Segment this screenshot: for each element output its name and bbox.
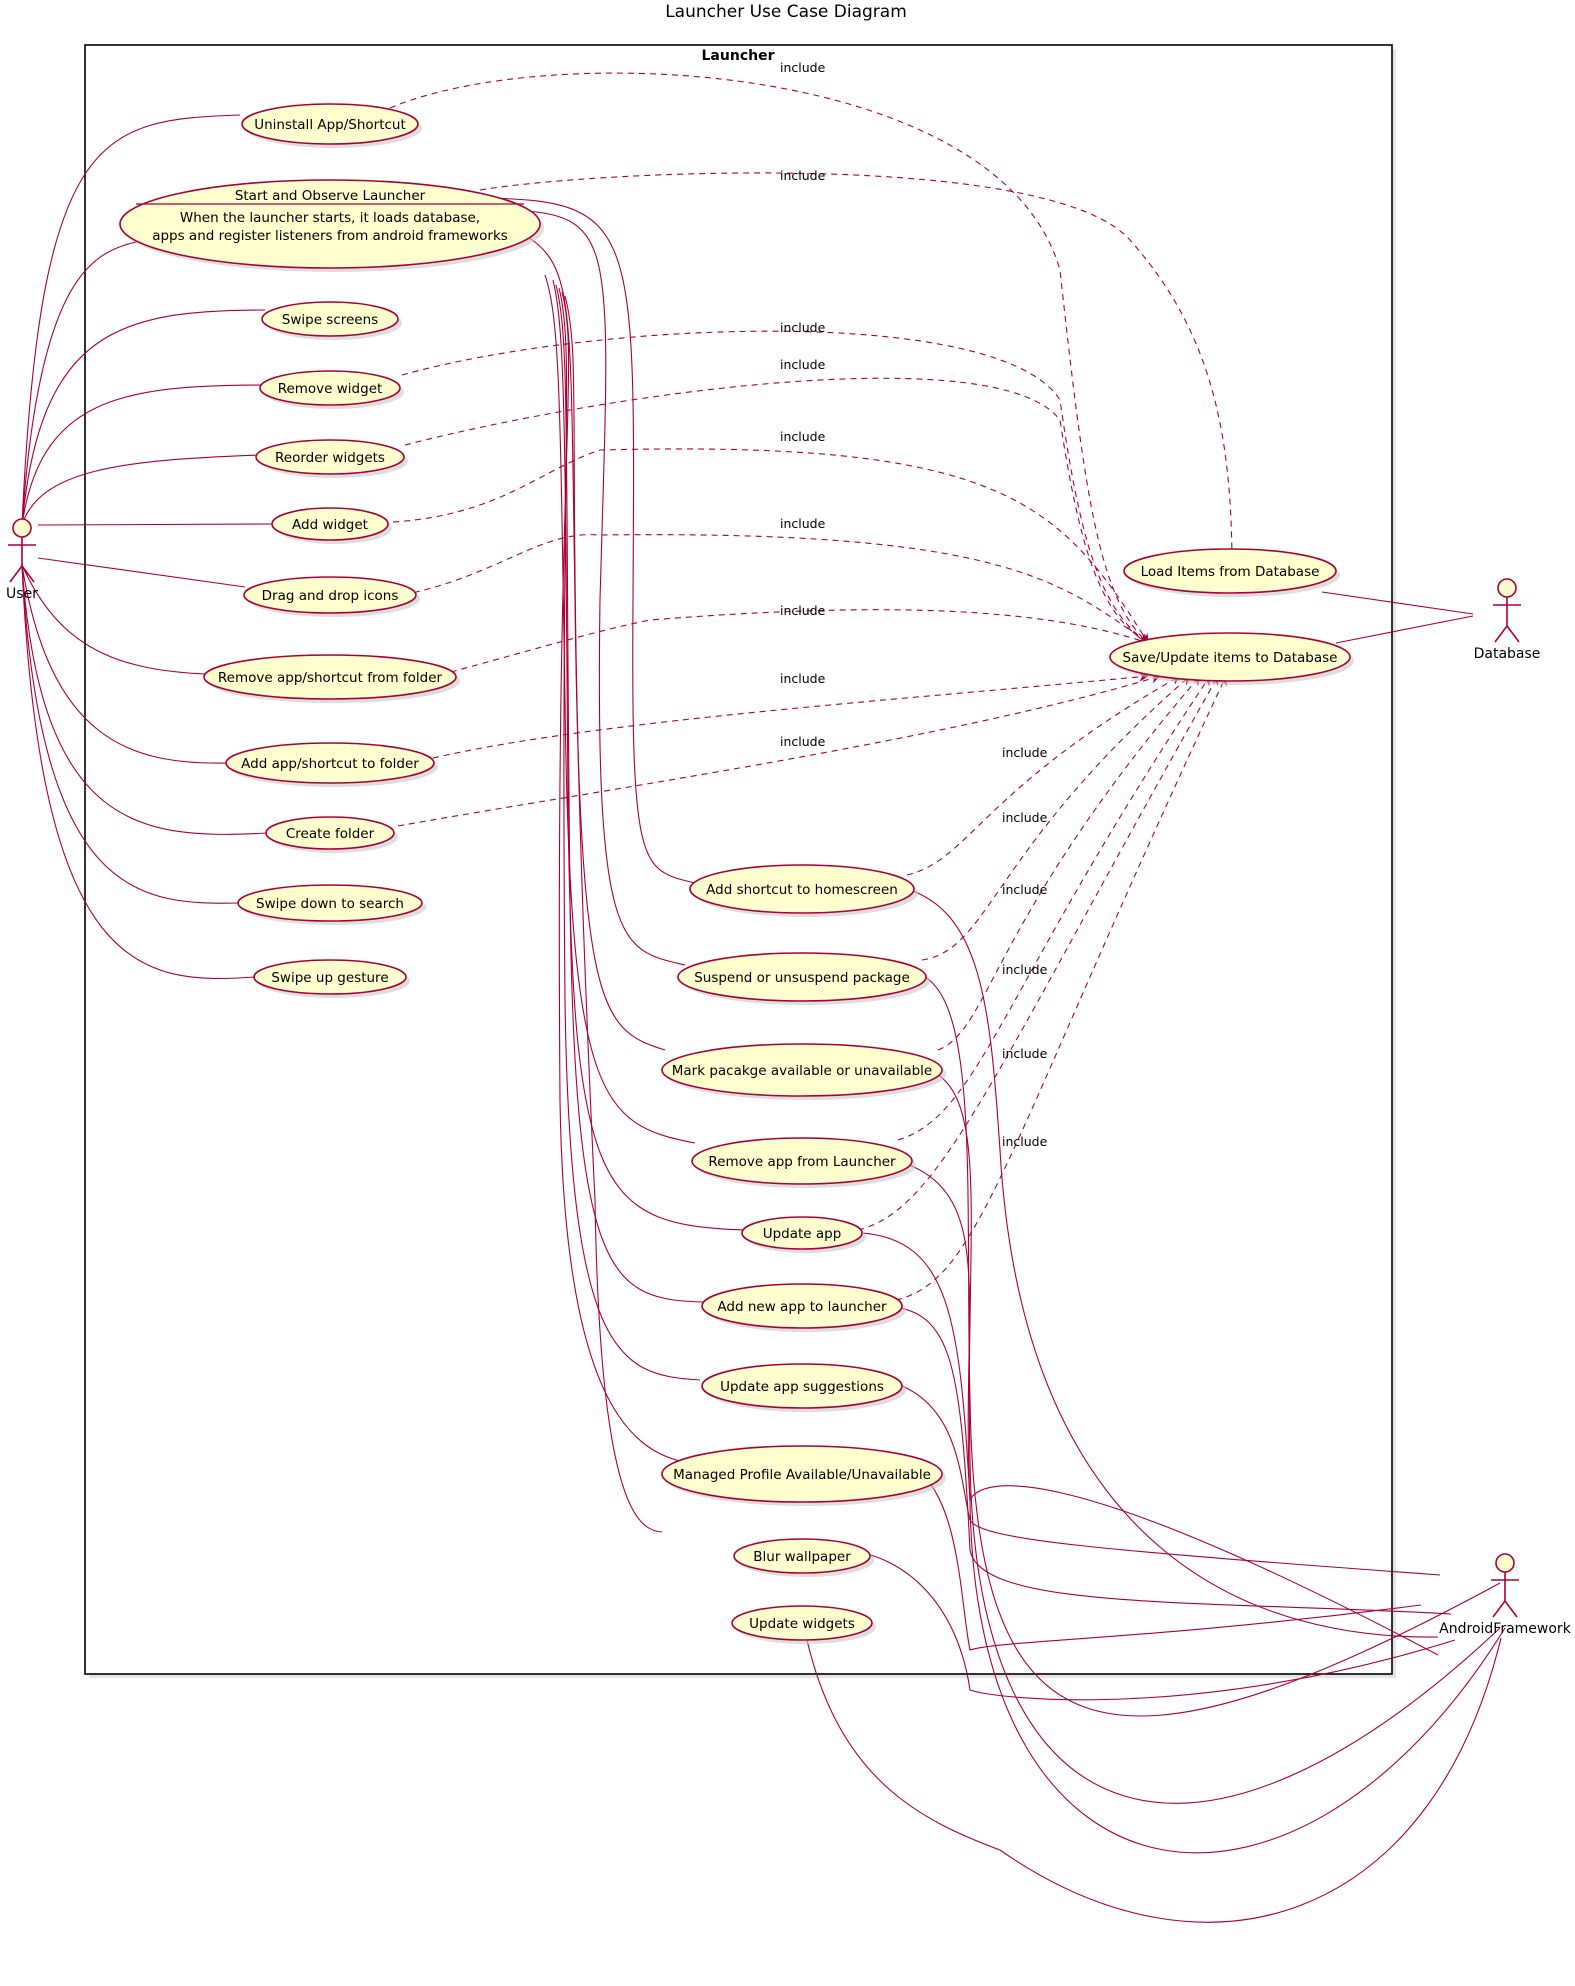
usecase-blur-wallpaper[interactable]: Blur wallpaper [733,1538,874,1577]
usecase-save-items-label: Save/Update items to Database [1123,650,1338,666]
actor-user-label: User [6,586,38,602]
usecase-suspend-label: Suspend or unsuspend package [694,970,910,986]
usecase-swipe-screens-label: Swipe screens [282,312,378,328]
actor-database[interactable]: Database [1474,578,1541,662]
usecase-remove-app[interactable]: Remove app from Launcher [691,1137,916,1188]
usecase-swipe-down-label: Swipe down to search [256,896,404,912]
usecase-uninstall-label: Uninstall App/Shortcut [254,117,406,133]
usecase-start-launcher[interactable]: Start and Observe Launcher When the laun… [119,179,544,272]
usecase-add-shortcut[interactable]: Add shortcut to homescreen [689,864,918,917]
usecase-swipe-screens[interactable]: Swipe screens [261,301,402,340]
start-launcher-associations [479,197,746,1533]
include-labels: include include include include include … [780,60,1048,1149]
usecase-update-app[interactable]: Update app [741,1216,866,1253]
usecase-managed-profile-label: Managed Profile Available/Unavailable [673,1467,931,1483]
include-label: include [780,671,826,686]
usecase-load-items[interactable]: Load Items from Database [1123,548,1340,597]
include-label: include [780,320,826,335]
usecase-drag-drop-label: Drag and drop icons [262,588,399,604]
actor-user[interactable]: User [6,518,38,602]
diagram-title: Launcher Use Case Diagram [665,2,907,22]
usecase-update-widgets-label: Update widgets [749,1616,855,1632]
usecase-start-launcher-title: Start and Observe Launcher [235,188,426,204]
usecase-update-app-label: Update app [763,1226,842,1242]
actor-android-framework[interactable]: AndroidFramework [1439,1553,1572,1637]
usecase-update-widgets[interactable]: Update widgets [731,1605,876,1644]
usecase-update-suggestions-label: Update app suggestions [720,1379,884,1395]
usecase-remove-widget[interactable]: Remove widget [259,370,404,409]
usecase-drag-drop[interactable]: Drag and drop icons [243,576,420,617]
usecase-managed-profile[interactable]: Managed Profile Available/Unavailable [661,1445,946,1506]
include-label: include [780,603,826,618]
include-label: include [1002,745,1048,760]
usecase-add-widget-label: Add widget [292,517,368,533]
system-boundary [84,44,1393,1675]
usecase-add-new-app-label: Add new app to launcher [717,1299,887,1315]
actor-android-framework-label: AndroidFramework [1439,1621,1572,1637]
usecase-start-launcher-desc-line2: apps and register listeners from android… [152,228,508,244]
usecase-load-items-label: Load Items from Database [1141,564,1320,580]
include-label: include [1002,882,1048,897]
include-label: include [780,60,826,75]
usecase-start-launcher-desc-line1: When the launcher starts, it loads datab… [180,210,480,226]
include-label: include [780,168,826,183]
include-label: include [780,516,826,531]
usecase-mark-package-label: Mark pacakge available or unavailable [672,1063,932,1079]
user-associations [21,114,276,980]
include-label: include [780,734,826,749]
database-associations [1321,591,1474,644]
usecase-mark-package[interactable]: Mark pacakge available or unavailable [661,1043,946,1100]
usecase-swipe-up-label: Swipe up gesture [271,970,388,986]
include-label: include [1002,810,1048,825]
usecase-remove-from-folder[interactable]: Remove app/shortcut from folder [203,654,460,703]
usecase-create-folder[interactable]: Create folder [265,816,398,853]
usecase-remove-app-label: Remove app from Launcher [708,1154,896,1170]
usecase-save-items[interactable]: Save/Update items to Database [1109,632,1354,685]
include-label: include [780,357,826,372]
usecase-add-to-folder[interactable]: Add app/shortcut to folder [225,742,438,787]
actor-database-label: Database [1474,646,1541,662]
include-label: include [1002,1046,1048,1061]
android-associations [806,887,1506,1923]
system-boundary-label: Launcher [702,48,775,64]
usecase-update-suggestions[interactable]: Update app suggestions [701,1363,906,1412]
usecase-blur-wallpaper-label: Blur wallpaper [753,1549,851,1565]
usecase-add-shortcut-label: Add shortcut to homescreen [706,882,898,898]
usecase-uninstall[interactable]: Uninstall App/Shortcut [241,103,422,148]
usecase-swipe-up[interactable]: Swipe up gesture [253,959,410,998]
usecase-add-widget[interactable]: Add widget [271,507,392,544]
usecase-suspend[interactable]: Suspend or unsuspend package [677,952,930,1005]
usecase-swipe-down[interactable]: Swipe down to search [237,884,426,925]
include-label: include [1002,962,1048,977]
usecase-create-folder-label: Create folder [286,826,375,842]
include-arrows [389,72,1237,1301]
usecase-remove-widget-label: Remove widget [278,381,383,397]
include-label: include [780,429,826,444]
usecase-reorder-widgets[interactable]: Reorder widgets [255,439,408,478]
usecase-reorder-widgets-label: Reorder widgets [275,450,385,466]
usecase-remove-from-folder-label: Remove app/shortcut from folder [218,670,443,686]
usecase-add-new-app[interactable]: Add new app to launcher [701,1283,906,1332]
usecase-add-to-folder-label: Add app/shortcut to folder [241,756,419,772]
include-label: include [1002,1134,1048,1149]
